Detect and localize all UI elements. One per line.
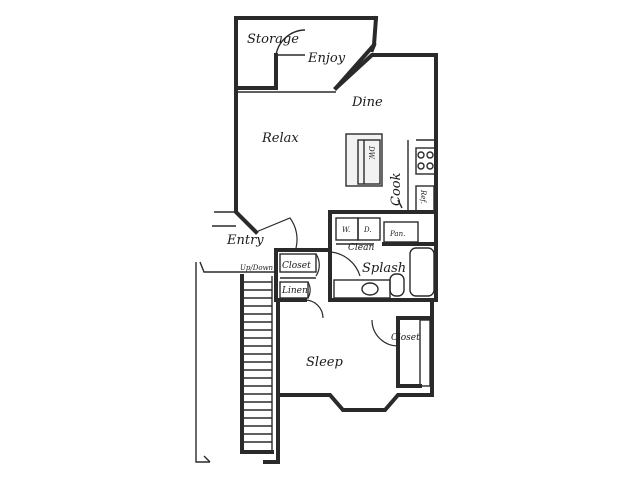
label-enjoy: Enjoy (307, 51, 346, 66)
label-cook: Cook (389, 172, 404, 206)
label-refrigerator: Ref. (419, 189, 427, 204)
hall-closets (274, 248, 332, 319)
storage-walls (234, 29, 306, 90)
appliance-labels: DW. Ref. W. D. Pan. (342, 145, 427, 238)
label-closet-sleep: Closet (391, 333, 420, 343)
entry-area (199, 211, 298, 273)
stair-treads (242, 281, 272, 443)
staircase (195, 262, 274, 463)
room-labels: Storage Enjoy Dine Relax Cook Entry Clos… (226, 32, 420, 370)
label-linen: Linen (281, 286, 308, 296)
kitchen (328, 133, 438, 214)
bathroom (328, 247, 438, 302)
bedroom-closet (371, 316, 434, 388)
label-washer: W. (342, 226, 350, 234)
label-closet-entry: Closet (282, 261, 311, 271)
label-pantry: Pan. (389, 230, 405, 238)
label-splash: Splash (362, 261, 406, 276)
label-entry: Entry (226, 233, 264, 248)
label-dryer: D. (363, 226, 372, 234)
label-relax: Relax (261, 131, 299, 146)
label-dine: Dine (351, 95, 383, 110)
label-storage: Storage (247, 32, 299, 47)
label-dishwasher: DW. (367, 145, 375, 160)
label-stairs: Up/Down (240, 264, 274, 272)
laundry (328, 210, 438, 254)
label-sleep: Sleep (306, 355, 343, 370)
label-clean: Clean (348, 243, 374, 253)
